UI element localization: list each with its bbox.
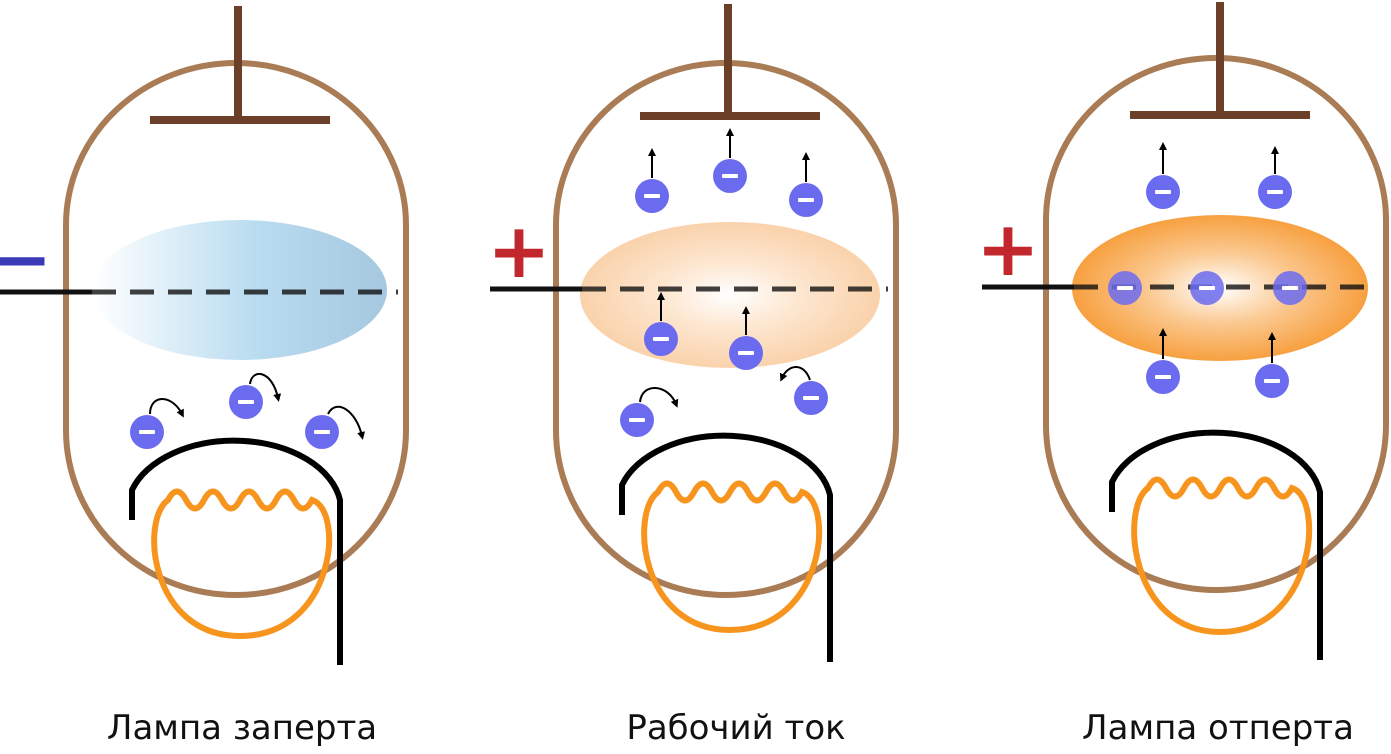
electron-5	[1273, 271, 1307, 305]
electron-6	[620, 387, 679, 437]
grid-sign-minus: −	[0, 217, 52, 301]
electron-7	[779, 366, 828, 415]
filament	[1131, 476, 1313, 636]
electron-4	[1190, 271, 1224, 305]
caption-open: Лампа отперта	[1082, 708, 1354, 748]
electron-1	[130, 398, 184, 449]
space-charge-cloud	[580, 222, 880, 368]
electron-1	[635, 148, 669, 213]
electron-7	[1255, 332, 1289, 398]
electron-5	[729, 306, 763, 370]
cathode	[1109, 429, 1323, 660]
cathode	[129, 437, 343, 665]
electron-3	[789, 152, 823, 217]
electron-2	[1258, 146, 1292, 209]
tube-bulb	[1043, 55, 1389, 593]
caption-working: Рабочий ток	[626, 708, 846, 748]
panel-open: +	[976, 2, 1389, 660]
filament	[151, 488, 333, 640]
electron-3	[1108, 271, 1142, 305]
electron-6	[1146, 328, 1180, 394]
anode-plate	[640, 4, 820, 120]
caption-locked: Лампа заперта	[106, 708, 378, 748]
anode-plate	[1130, 2, 1310, 119]
cathode	[619, 432, 833, 662]
filament	[641, 480, 823, 634]
panel-working: +	[487, 4, 899, 662]
panel-locked: −	[0, 6, 409, 665]
grid-sign-plus: +	[976, 204, 1040, 293]
electron-4	[644, 292, 678, 356]
space-charge-cloud	[93, 220, 387, 360]
anode-plate	[150, 6, 330, 124]
electron-1	[1146, 142, 1180, 209]
electron-2	[229, 373, 282, 419]
grid-sign-plus: +	[487, 206, 551, 295]
tube-bulb	[63, 60, 409, 598]
electron-3	[305, 405, 365, 449]
electron-2	[713, 128, 747, 193]
tube-bulb	[553, 60, 899, 598]
